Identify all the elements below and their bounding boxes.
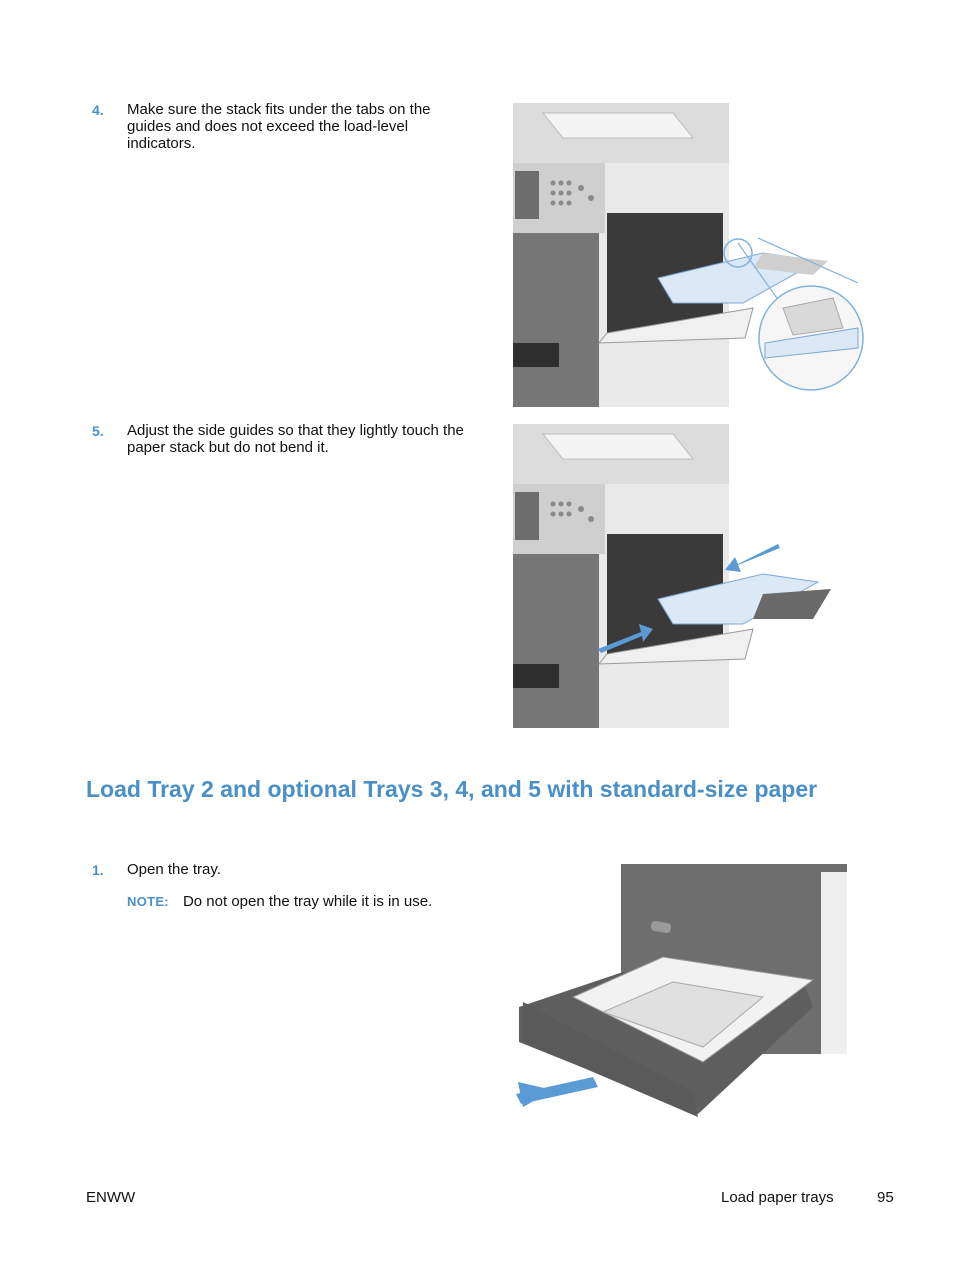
figure-open-tray xyxy=(513,862,849,1120)
footer-section-name: Load paper trays xyxy=(721,1189,834,1206)
page-number: 95 xyxy=(877,1189,894,1206)
step-4-text: Make sure the stack fits under the tabs … xyxy=(127,101,431,152)
figure-load-level-indicators xyxy=(513,103,865,407)
note-text: Do not open the tray while it is in use. xyxy=(182,893,433,910)
step-4-number: 4. xyxy=(92,102,104,118)
step-5-text: Adjust the side guides so that they ligh… xyxy=(127,422,464,456)
step-1-text: Open the tray. xyxy=(127,861,221,878)
step-5-number: 5. xyxy=(92,423,104,439)
footer-left: ENWW xyxy=(86,1189,136,1206)
step-1-number: 1. xyxy=(92,862,104,878)
section-heading: Load Tray 2 and optional Trays 3, 4, and… xyxy=(86,776,818,802)
note: NOTE: Do not open the tray while it is in… xyxy=(127,893,437,910)
note-label: NOTE: xyxy=(127,894,169,909)
figure-adjust-side-guides xyxy=(513,424,833,728)
